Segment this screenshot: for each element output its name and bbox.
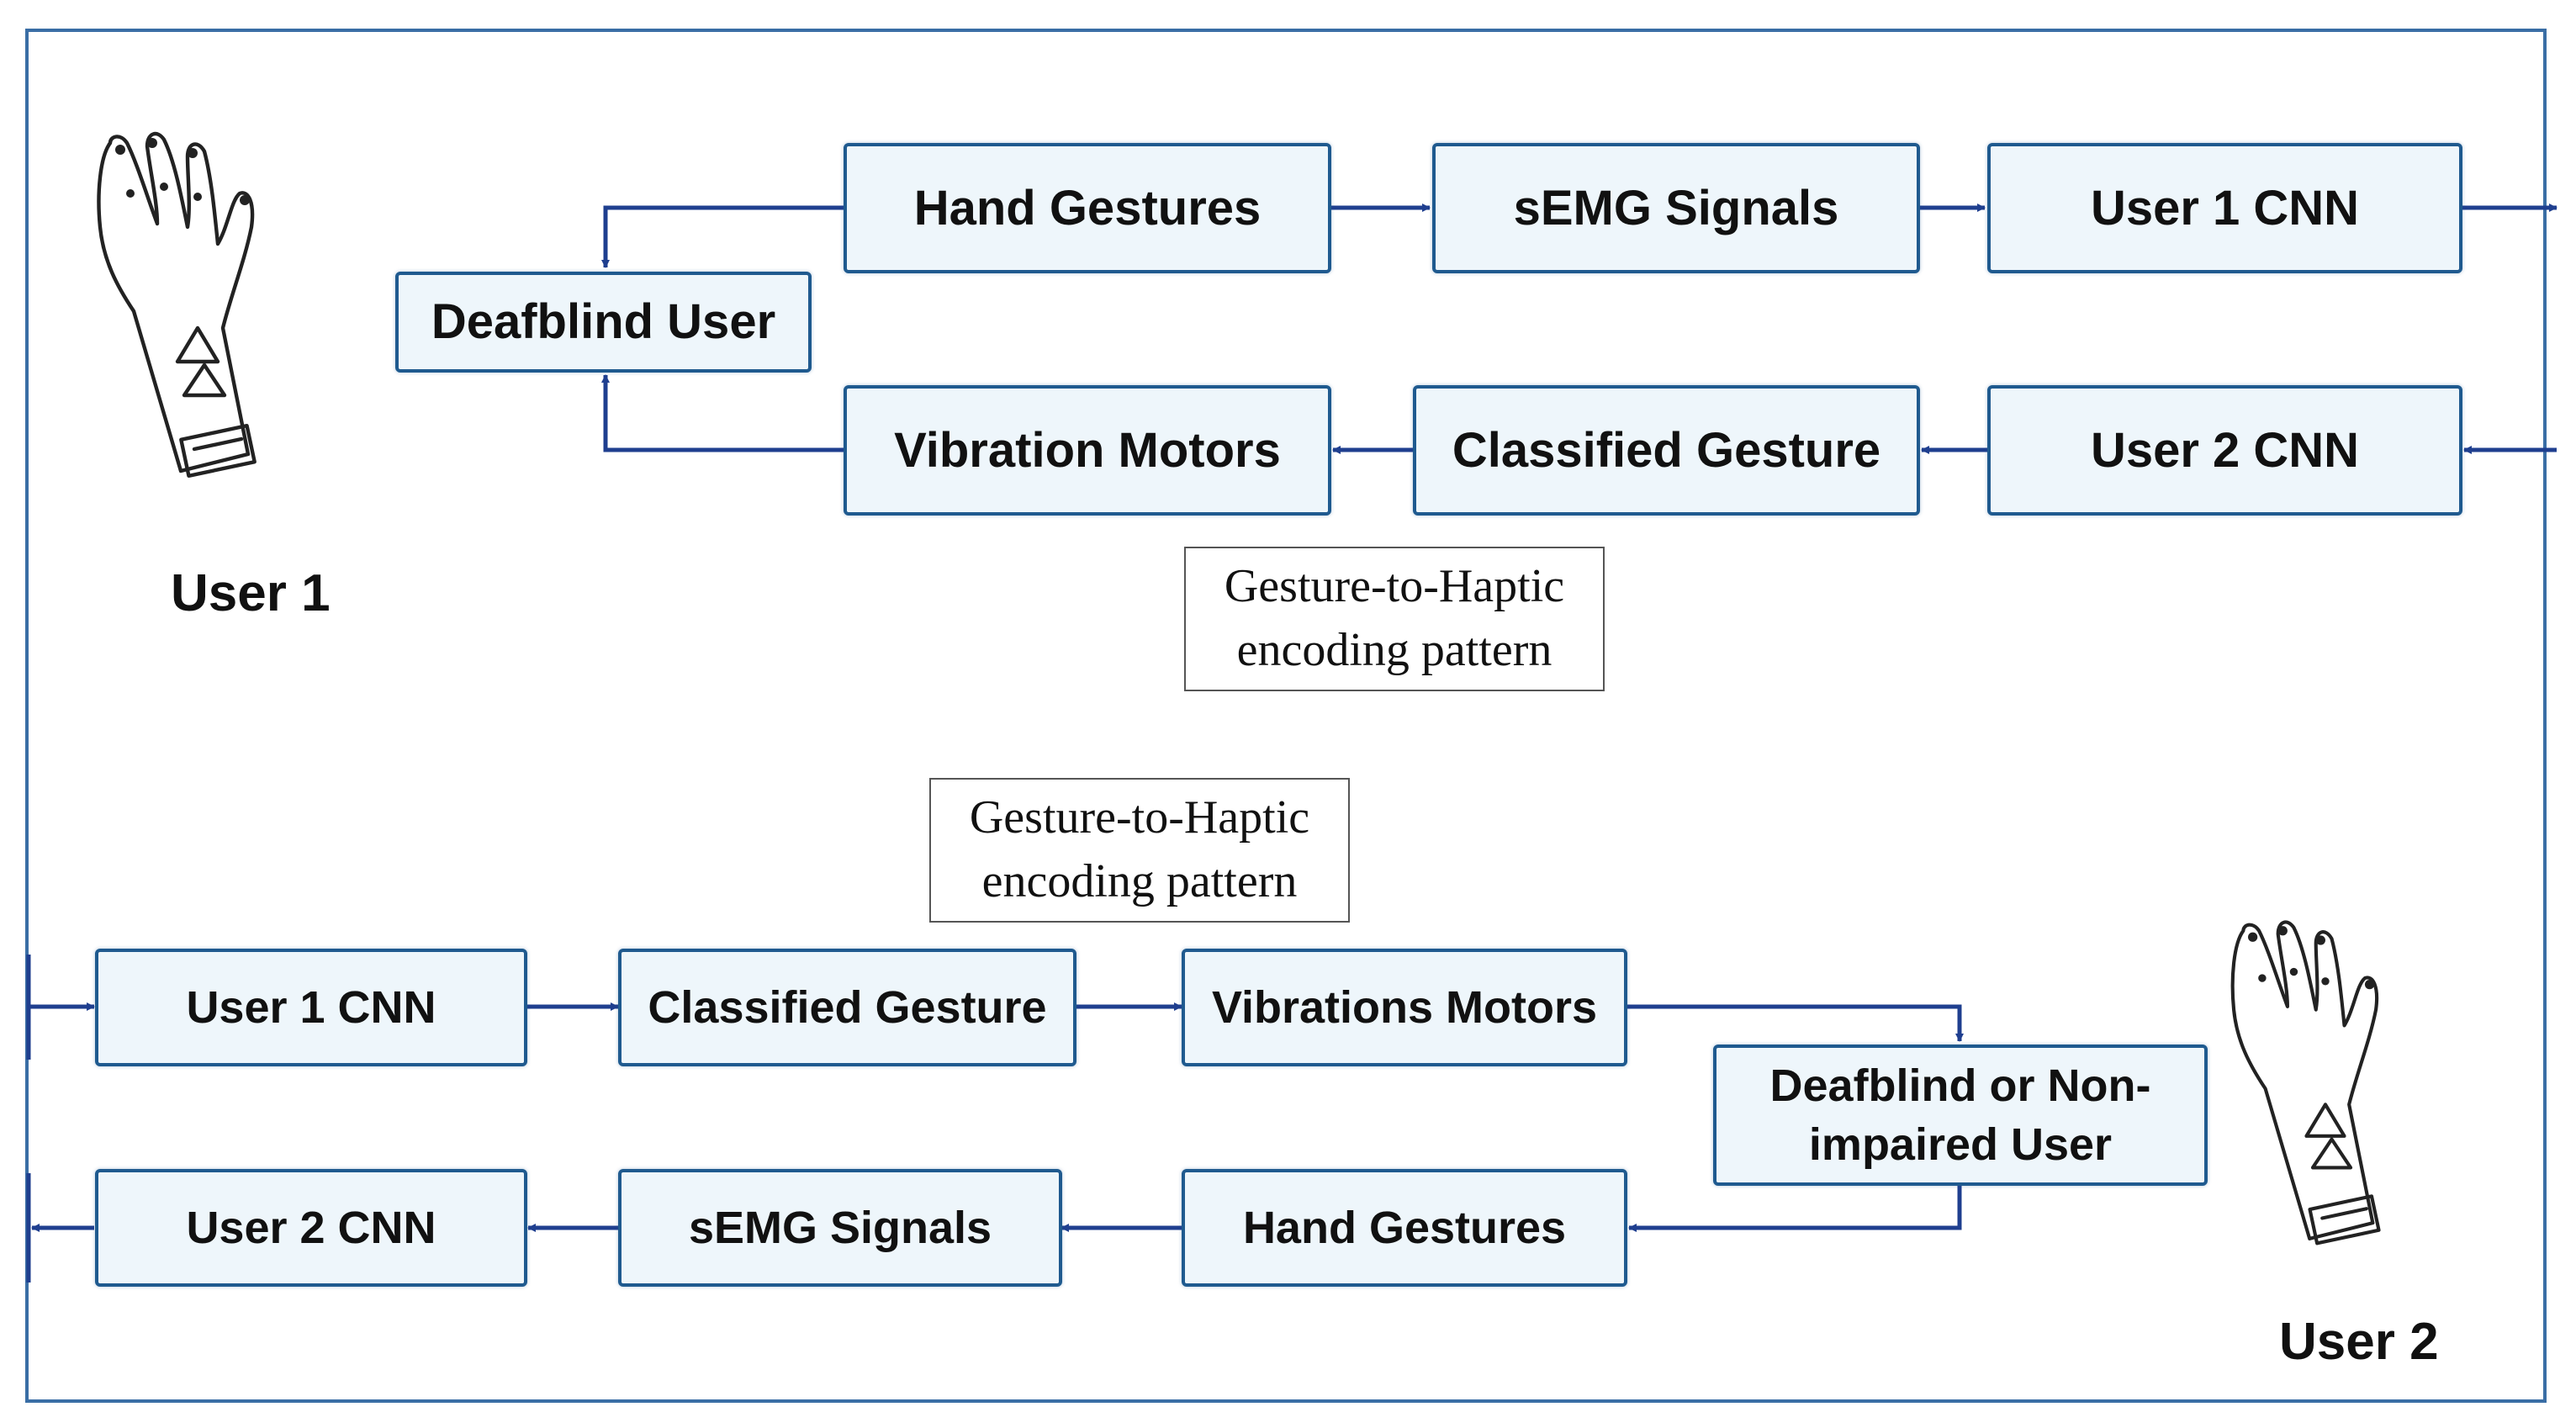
- haptic-encoding-note-top: Gesture-to-Haptic encoding pattern: [1184, 547, 1605, 691]
- arrow-deafblind-to-hand-bottom: [1628, 1186, 1962, 1232]
- user1-label: User 1: [171, 564, 331, 622]
- user1-cnn-node: User 1 CNN: [1987, 143, 2462, 273]
- vibrations-motors-bottom-node: Vibrations Motors: [1182, 949, 1627, 1066]
- semg-signals-bottom-node: sEMG Signals: [618, 1169, 1062, 1287]
- arrow-vibration-to-deafblind: [601, 374, 845, 452]
- hand-gestures-node: Hand Gestures: [844, 143, 1331, 273]
- classified-gesture-node: Classified Gesture: [1413, 385, 1920, 516]
- classified-gesture-bottom-node: Classified Gesture: [618, 949, 1076, 1066]
- gloved-hand-icon: [2230, 920, 2381, 1246]
- user2-label: User 2: [2279, 1313, 2439, 1371]
- deafblind-or-nonimpaired-node: Deafblind or Non-impaired User: [1713, 1045, 2208, 1186]
- deafblind-user-node: Deafblind User: [395, 272, 812, 373]
- gloved-hand-icon: [97, 131, 257, 479]
- user2-cnn-node: User 2 CNN: [1987, 385, 2462, 516]
- haptic-encoding-note-bottom: Gesture-to-Haptic encoding pattern: [929, 778, 1350, 923]
- user2-cnn-bottom-node: User 2 CNN: [95, 1169, 527, 1287]
- arrow-hand-to-deafblind: [601, 205, 845, 268]
- hand-gestures-bottom-node: Hand Gestures: [1182, 1169, 1627, 1287]
- diagram-frame: [25, 29, 2547, 1403]
- vibration-motors-node: Vibration Motors: [844, 385, 1331, 516]
- semg-signals-node: sEMG Signals: [1432, 143, 1920, 273]
- arrow-vibrations-to-deafblind-bottom: [1626, 1004, 1964, 1042]
- user1-cnn-bottom-node: User 1 CNN: [95, 949, 527, 1066]
